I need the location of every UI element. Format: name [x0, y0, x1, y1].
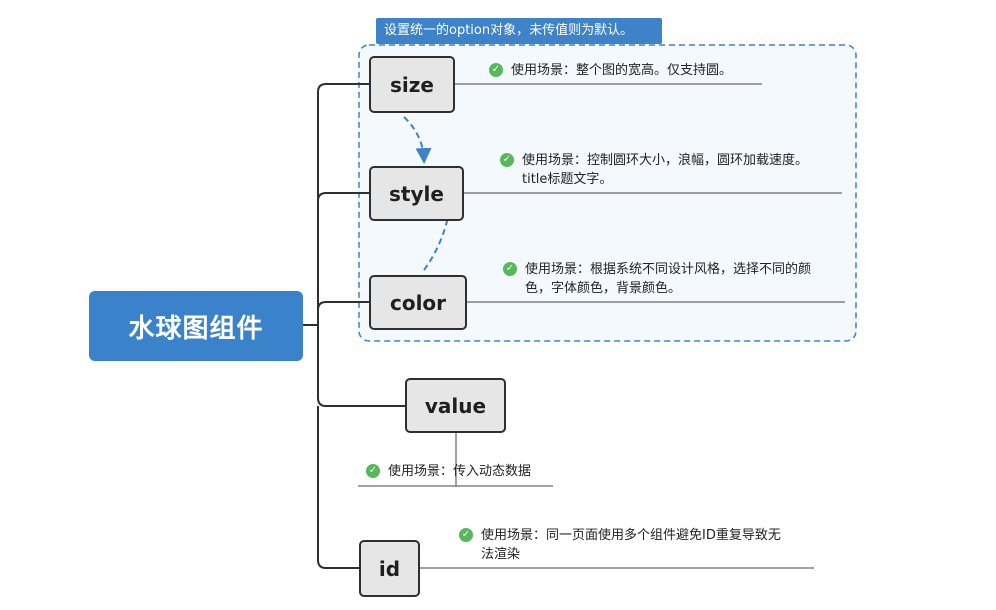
note-line: 使用场景：同一页面使用多个组件避免ID重复导致无	[481, 528, 781, 543]
note-value-text: 使用场景：传入动态数据	[388, 462, 531, 481]
branch-to-style	[317, 192, 369, 202]
option-group-callout: 设置统一的option对象，未传值则为默认。	[376, 18, 662, 44]
note-underlines	[358, 83, 845, 569]
branch-to-id	[317, 406, 359, 569]
branch-to-color	[317, 301, 369, 311]
note-value: ✓ 使用场景：传入动态数据	[366, 462, 566, 482]
node-style[interactable]: style	[369, 166, 464, 221]
check-circle-icon: ✓	[489, 63, 503, 77]
check-circle-icon: ✓	[459, 528, 473, 542]
note-id-text: 使用场景：同一页面使用多个组件避免ID重复导致无 法渲染	[481, 526, 781, 564]
root-node[interactable]: 水球图组件	[89, 291, 303, 361]
note-line: 法渲染	[481, 547, 521, 562]
note-id: ✓ 使用场景：同一页面使用多个组件避免ID重复导致无 法渲染	[459, 526, 819, 566]
node-id[interactable]: id	[359, 540, 420, 597]
dashed-arrow-size-to-style	[403, 116, 432, 164]
note-line: title标题文字。	[522, 172, 613, 187]
check-circle-icon: ✓	[500, 153, 514, 167]
note-line: 色，字体颜色，背景颜色。	[525, 281, 682, 296]
note-size: ✓ 使用场景：整个图的宽高。仅支持圆。	[489, 61, 769, 81]
note-line: 使用场景：整个图的宽高。仅支持圆。	[511, 63, 733, 78]
branch-to-value	[317, 318, 405, 407]
note-line: 使用场景：传入动态数据	[388, 464, 532, 479]
branch-to-size	[317, 83, 369, 318]
node-size[interactable]: size	[369, 56, 455, 113]
note-color-text: 使用场景：根据系统不同设计风格，选择不同的颜 色，字体颜色，背景颜色。	[525, 260, 811, 298]
node-color[interactable]: color	[369, 275, 467, 330]
note-line: 使用场景：控制圆环大小，浪幅，圆环加载速度。	[522, 153, 809, 168]
note-color: ✓ 使用场景：根据系统不同设计风格，选择不同的颜 色，字体颜色，背景颜色。	[503, 260, 853, 300]
check-circle-icon: ✓	[503, 262, 517, 276]
note-size-text: 使用场景：整个图的宽高。仅支持圆。	[511, 61, 732, 80]
check-circle-icon: ✓	[366, 464, 380, 478]
root-branches	[303, 83, 405, 569]
node-value[interactable]: value	[405, 378, 506, 433]
underline-value	[358, 433, 553, 487]
note-line: 使用场景：根据系统不同设计风格，选择不同的颜	[525, 262, 812, 277]
note-style-text: 使用场景：控制圆环大小，浪幅，圆环加载速度。 title标题文字。	[522, 151, 808, 189]
note-style: ✓ 使用场景：控制圆环大小，浪幅，圆环加载速度。 title标题文字。	[500, 151, 850, 191]
